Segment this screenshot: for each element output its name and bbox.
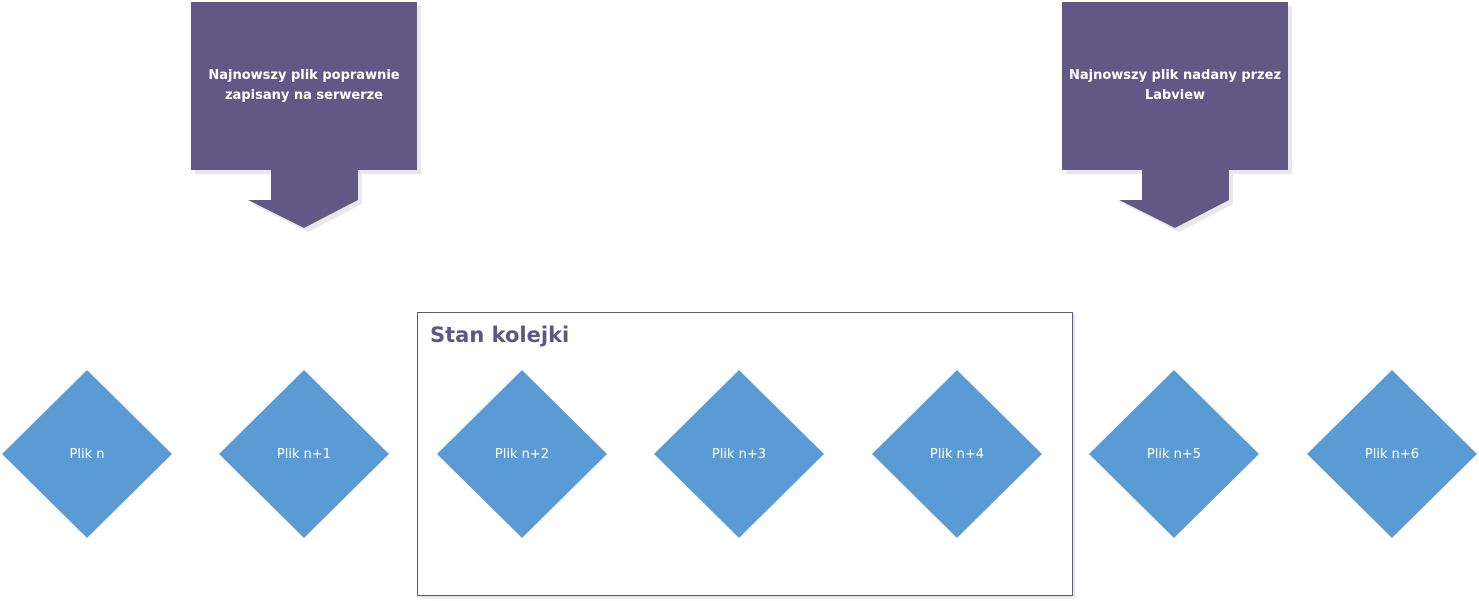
callout-arrow-shape	[1062, 2, 1292, 232]
callout-label: Najnowszy plik poprawnie zapisany na ser…	[208, 68, 400, 103]
callout-latest-saved: Najnowszy plik poprawnie zapisany na ser…	[191, 2, 421, 232]
file-label: Plik n+5	[1146, 446, 1202, 462]
file-diamond-n-plus-2: Plik n+2	[437, 370, 607, 538]
callout-latest-sent: Najnowszy plik nadany przez Labview	[1062, 2, 1292, 232]
diamond-shape	[1307, 370, 1477, 538]
file-label: Plik n	[69, 446, 105, 462]
diamond-shape	[219, 370, 389, 538]
diamond-shape	[654, 370, 824, 538]
diamond-shape	[2, 370, 172, 538]
file-diamond-n-plus-1: Plik n+1	[219, 370, 389, 538]
file-diamond-n-plus-4: Plik n+4	[872, 370, 1042, 538]
callout-label: Najnowszy plik nadany przez Labview	[1068, 68, 1282, 103]
file-diamond-n: Plik n	[2, 370, 172, 538]
diamond-shape	[1089, 370, 1259, 538]
file-label: Plik n+2	[494, 446, 550, 462]
file-diamond-n-plus-6: Plik n+6	[1307, 370, 1477, 538]
callout-arrow-shape	[191, 2, 421, 232]
file-label: Plik n+3	[711, 446, 767, 462]
file-diamond-n-plus-5: Plik n+5	[1089, 370, 1259, 538]
file-label: Plik n+4	[929, 446, 985, 462]
file-label: Plik n+1	[276, 446, 332, 462]
diamond-shape	[437, 370, 607, 538]
file-diamond-n-plus-3: Plik n+3	[654, 370, 824, 538]
file-label: Plik n+6	[1364, 446, 1420, 462]
queue-title: Stan kolejki	[430, 323, 570, 347]
diamond-shape	[872, 370, 1042, 538]
